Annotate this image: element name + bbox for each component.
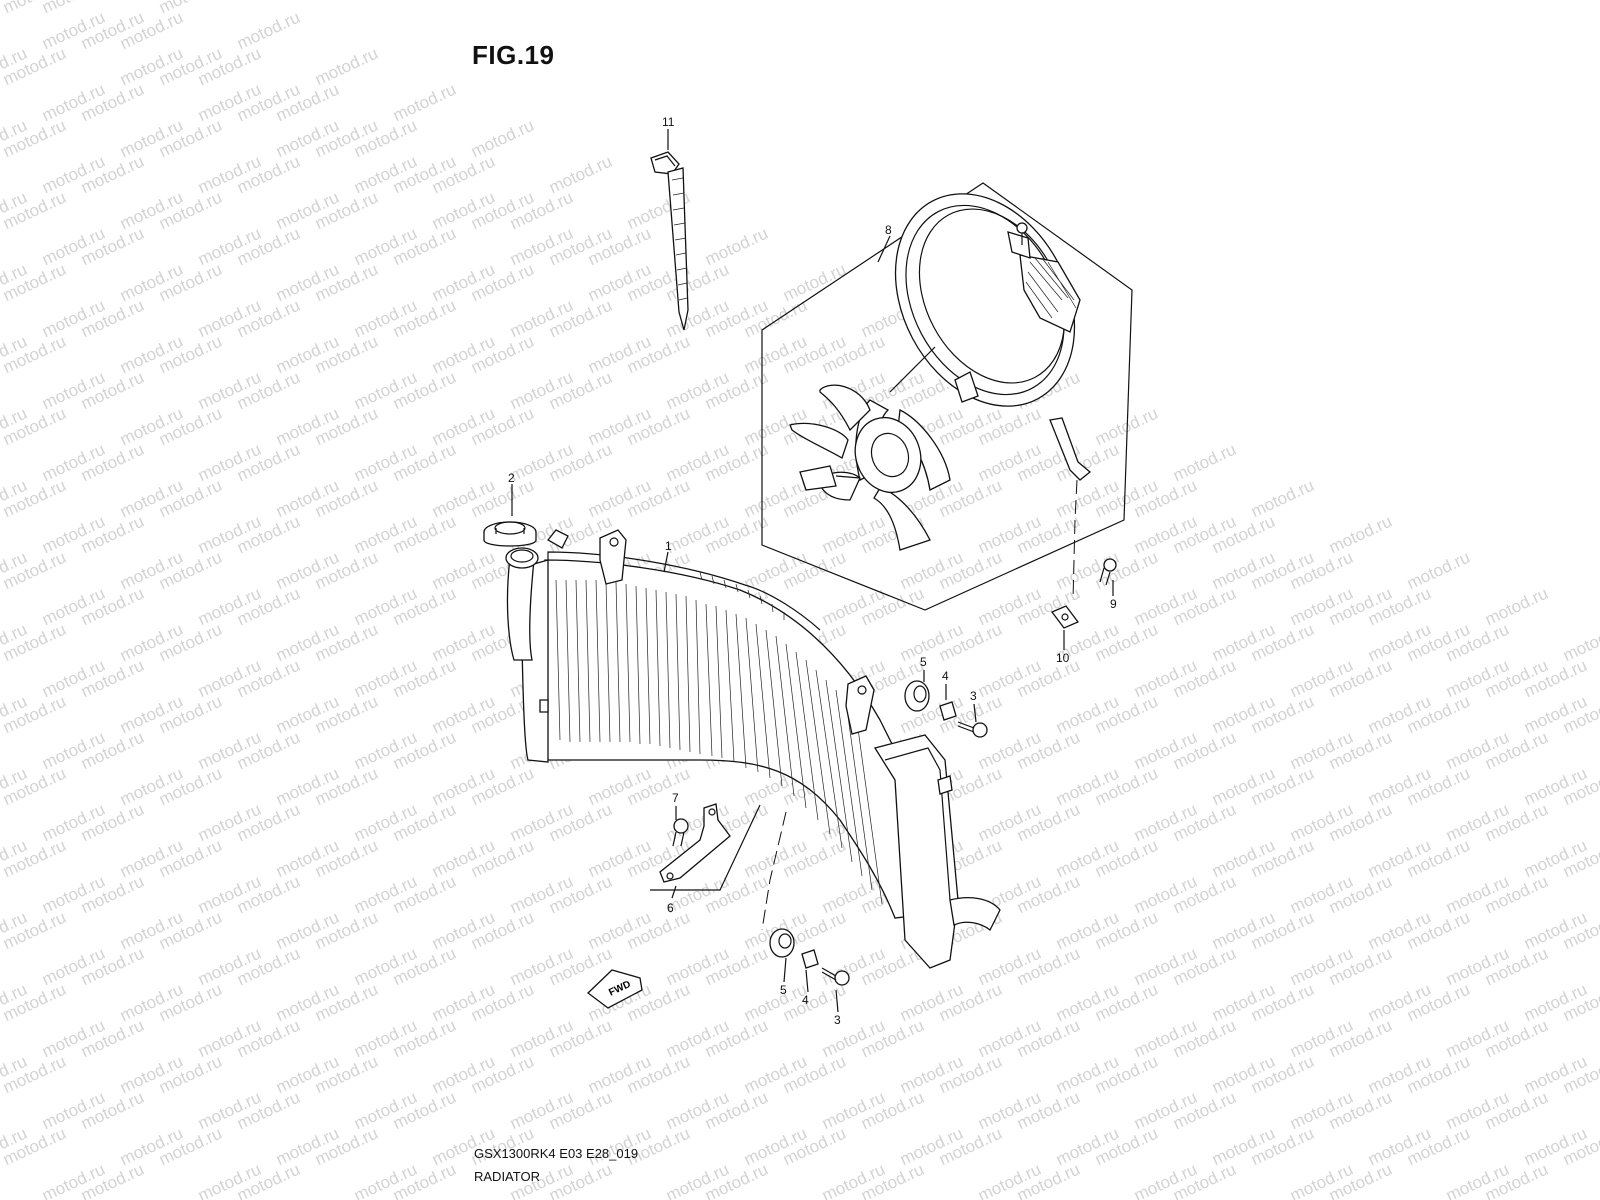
collar-4-lower-part [801,949,819,969]
callout-3-upper: 3 [970,689,977,703]
bolt-7-part [672,818,689,847]
nut-10-part [1050,605,1080,629]
radiator-core-part [505,529,1001,969]
bracket-6-part [659,803,731,883]
callout-4-upper: 4 [942,669,949,683]
callout-4-lower: 4 [802,993,809,1007]
cable-tie-part [650,151,689,331]
callout-leaders [511,129,1114,1013]
callout-7: 7 [672,791,679,805]
grommet-5-lower-part [769,928,795,958]
callout-2: 2 [508,471,515,485]
model-code: GSX1300RK4 E03 E28_019 [474,1146,639,1161]
figure-title: FIG.19 [472,40,555,70]
fan-shroud-part [894,193,1092,481]
dashed-link-upper [1072,479,1078,601]
callout-9: 9 [1110,597,1117,611]
bolt-9-part [1099,558,1117,586]
grommet-5-upper-part [904,680,930,712]
callout-11: 11 [662,115,675,129]
callout-6: 6 [667,901,674,915]
bolt-3-upper-part [957,721,988,738]
callout-5-lower: 5 [780,983,787,997]
section-name: RADIATOR [474,1169,540,1184]
callout-8: 8 [885,223,892,237]
bolt-3-lower-part [821,967,850,986]
callout-1: 1 [665,539,672,553]
fan-blade-part [789,384,951,551]
callout-5-upper: 5 [920,655,927,669]
fan-assembly-box [761,182,1133,611]
dashed-link-lower [761,811,787,931]
fan-leader-line [889,346,936,393]
collar-4-upper-part [939,701,957,721]
callout-3-lower: 3 [834,1013,841,1027]
radiator-cap-part [483,521,537,547]
callout-10: 10 [1056,651,1070,665]
forward-direction-badge: FWD [586,969,643,1009]
bracket-6-leader [650,804,761,891]
